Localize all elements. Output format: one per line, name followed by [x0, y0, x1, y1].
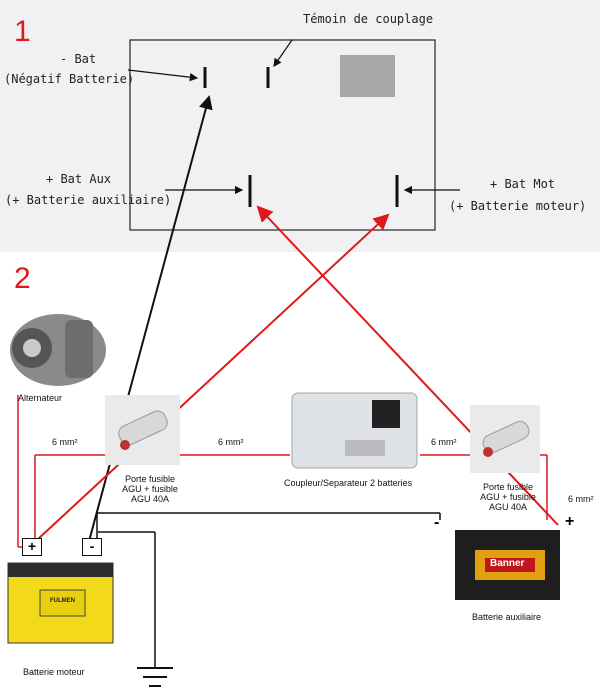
aux-battery-image — [455, 530, 560, 600]
section-number-1: 1 — [14, 15, 31, 48]
wire-label-right: 6 mm² — [431, 437, 457, 447]
module-outline — [129, 39, 436, 231]
alternator-label: Alternateur — [18, 393, 63, 403]
module-grey-square — [340, 55, 395, 97]
bat-neg-subtitle: (Négatif Batterie) — [4, 72, 135, 86]
fuse-left-label: Porte fusible AGU + fusible AGU 40A — [122, 474, 178, 504]
aux-minus-sign: - — [434, 514, 440, 531]
bat-neg-title: - Bat — [60, 52, 97, 66]
aux-battery-brand: Banner — [490, 558, 525, 569]
engine-battery-brand: FULMEN — [50, 598, 75, 604]
bat-aux-subtitle: (+ Batterie auxiliaire) — [5, 193, 172, 207]
coupler-label: Coupleur/Separateur 2 batteries — [284, 478, 413, 488]
engine-minus-terminal: - — [82, 538, 102, 556]
aux-battery-label: Batterie auxiliaire — [472, 612, 542, 622]
module-drawing-panel — [0, 0, 600, 252]
aux-plus-sign: + — [565, 513, 575, 530]
fuse-holder-right-image — [470, 405, 540, 473]
bat-aux-title: + Bat Aux — [46, 172, 112, 186]
section-number-2: 2 — [14, 262, 31, 295]
engine-battery-image — [7, 562, 114, 644]
bat-mot-subtitle: (+ Batterie moteur) — [449, 199, 587, 213]
engine-plus-terminal: + — [22, 538, 42, 556]
temoin-label: Témoin de couplage — [303, 12, 434, 26]
wire-label-left: 6 mm² — [52, 437, 78, 447]
coupler-device-image — [291, 392, 418, 469]
alternator-image — [10, 314, 106, 386]
engine-battery-label: Batterie moteur — [23, 667, 85, 677]
fuse-holder-left-image — [105, 395, 180, 465]
wire-label-mid: 6 mm² — [218, 437, 244, 447]
fuse-right-label: Porte fusible AGU + fusible AGU 40A — [480, 482, 536, 512]
wire-label-vertical: 6 mm² — [568, 494, 594, 504]
bat-mot-title: + Bat Mot — [490, 177, 556, 191]
